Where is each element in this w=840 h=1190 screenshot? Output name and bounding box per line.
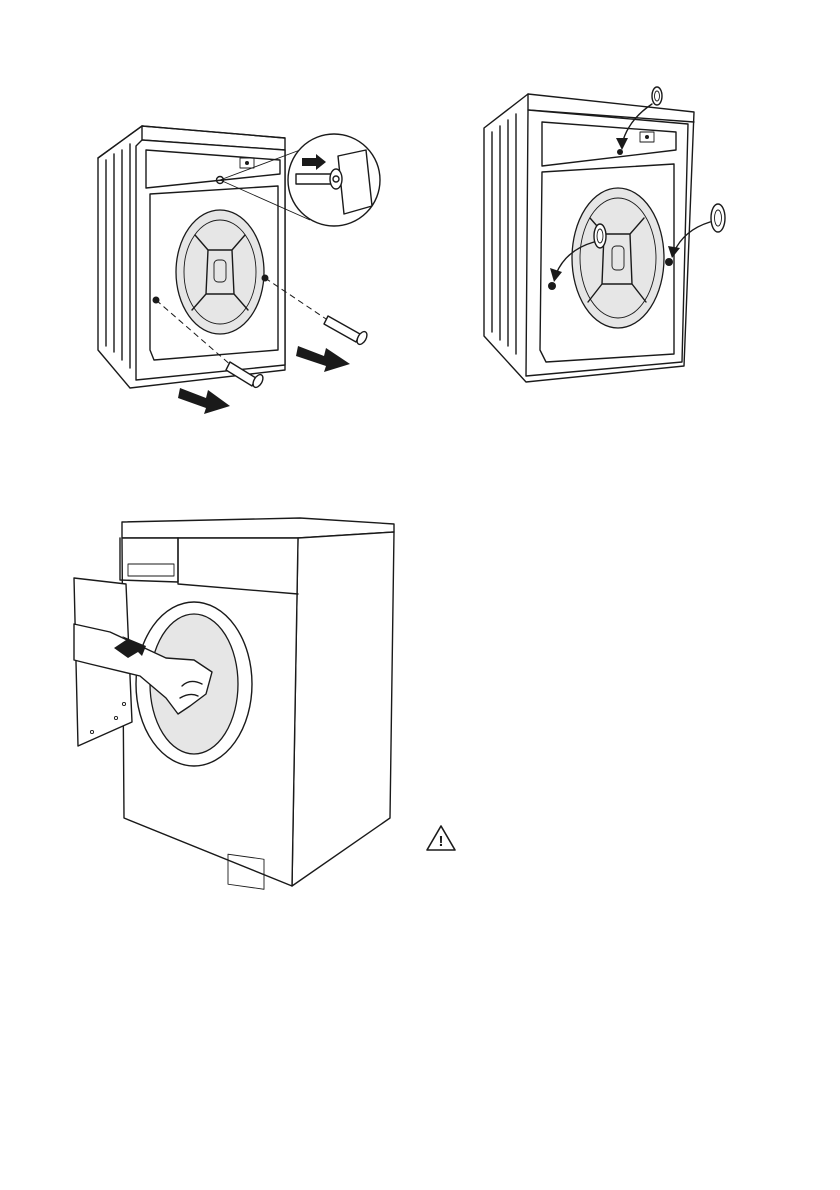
bolt-removal-illustration [80, 110, 410, 430]
plastic-caps-illustration [470, 70, 760, 400]
figure-remove-transit-bolts [80, 110, 410, 430]
warning-triangle-icon: ! [425, 824, 457, 852]
warning-symbol: ! [439, 833, 444, 850]
figure-insert-plastic-caps [470, 70, 760, 400]
transit-bolt-right [324, 316, 369, 346]
figure-remove-polystyrene-block [70, 500, 410, 900]
drum-hand-illustration [70, 500, 410, 900]
